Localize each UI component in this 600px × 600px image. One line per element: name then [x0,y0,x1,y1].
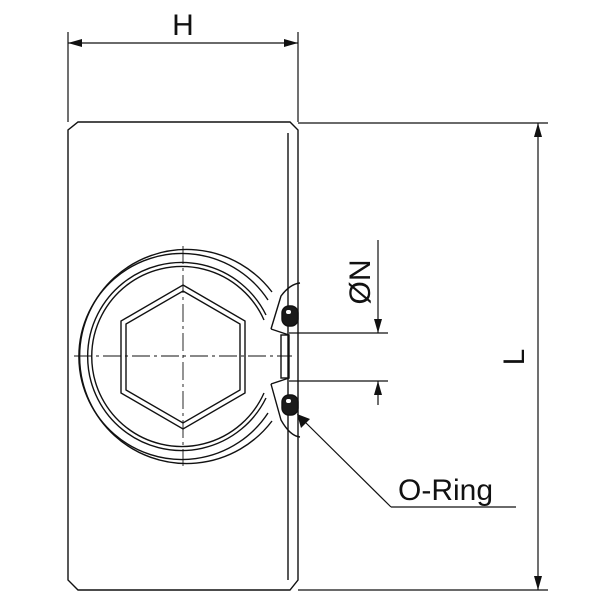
o-ring-label: O-Ring [398,474,493,507]
dimension-label-l: L [498,349,531,366]
port-bore [280,334,290,379]
centerlines [74,246,292,466]
inner-port-circle [91,265,265,448]
o-ring-lower-highlight [286,399,291,403]
leader-diagonal [299,416,392,508]
dimension-h [67,32,299,122]
seat-arc-upper [270,282,301,330]
leader-arrowhead [297,414,310,428]
dimension-l [298,122,548,591]
o-ring-leader [297,414,516,508]
seat-line-upper [270,328,290,336]
outer-port-circle [78,248,273,465]
dimension-label-h: H [172,9,194,42]
dimension-n [289,240,388,405]
arrowhead-left [68,39,82,47]
seat-line-lower [270,377,290,385]
third-port-circle [87,261,267,452]
o-rings [281,305,299,416]
o-ring-upper [281,305,299,327]
arrowhead-right [284,39,298,47]
second-port-circle [78,252,269,461]
seat-arc-lower [270,383,301,438]
arrowhead-n-top [374,319,382,333]
arrowhead-bottom [534,576,542,590]
dimension-label-n: ØN [344,260,377,305]
body-rectangle [67,121,299,591]
arrowhead-top [534,123,542,137]
o-ring-upper-highlight [286,310,291,314]
o-ring-lower [281,394,299,416]
arrowhead-n-bottom [374,381,382,395]
port-assembly [78,248,301,465]
body-outline [67,121,299,591]
